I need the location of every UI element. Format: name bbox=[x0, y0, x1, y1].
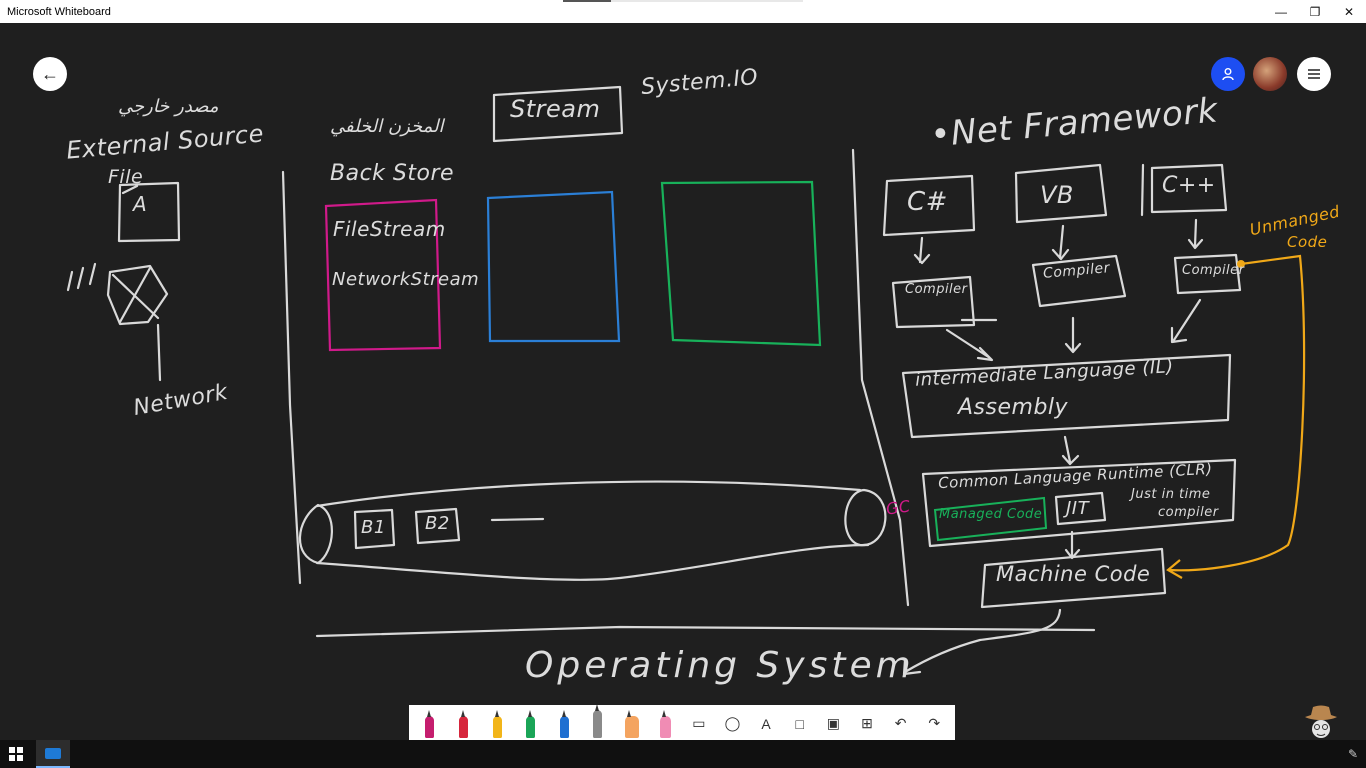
sticky-note-icon: □ bbox=[795, 716, 804, 732]
whiteboard-app-icon bbox=[45, 747, 61, 759]
eraser-tool[interactable] bbox=[651, 707, 679, 740]
label-filestream: FileStream bbox=[333, 217, 446, 241]
label-file-letter: A bbox=[133, 192, 148, 216]
pen-gray-selected[interactable] bbox=[584, 704, 612, 740]
close-button[interactable]: ✕ bbox=[1343, 4, 1355, 19]
label-stream: Stream bbox=[510, 95, 601, 123]
pen-green[interactable] bbox=[517, 707, 545, 740]
pen-blue[interactable] bbox=[550, 707, 578, 740]
taskbar: ✎ bbox=[0, 740, 1366, 768]
text-icon: A bbox=[761, 716, 771, 732]
undo-button[interactable]: ↶ bbox=[887, 707, 915, 740]
ruler-tool[interactable]: ▭ bbox=[685, 707, 713, 740]
label-unmanaged-code: Code bbox=[1287, 233, 1328, 251]
arrow-left-icon: ← bbox=[41, 63, 59, 84]
redo-button[interactable]: ↷ bbox=[920, 707, 948, 740]
label-il-line2: Assembly bbox=[958, 395, 1069, 420]
minimize-button[interactable]: — bbox=[1275, 4, 1287, 19]
pen-icon bbox=[458, 710, 468, 738]
pen-icon bbox=[492, 710, 502, 738]
label-just-in-time: Just in time bbox=[1131, 487, 1211, 502]
plus-box-icon: ⊞ bbox=[861, 715, 873, 731]
window-controls: — ❐ ✕ bbox=[1264, 0, 1366, 23]
invite-user-button[interactable] bbox=[1211, 57, 1245, 91]
label-operating-system: Operating System bbox=[525, 645, 915, 686]
image-icon: ▣ bbox=[826, 715, 840, 731]
label-file: File bbox=[108, 166, 144, 188]
pen-workspace-icon[interactable]: ✎ bbox=[1347, 747, 1358, 761]
highlighter-tool[interactable] bbox=[618, 707, 646, 740]
sync-progress bbox=[563, 0, 803, 2]
highlighter-icon bbox=[624, 710, 639, 738]
label-b2: B2 bbox=[425, 513, 450, 534]
title-bar: Microsoft Whiteboard — ❐ ✕ bbox=[0, 0, 1366, 23]
restore-button[interactable]: ❐ bbox=[1309, 4, 1321, 19]
lasso-icon: ◯ bbox=[724, 715, 741, 731]
pen-magenta[interactable] bbox=[416, 707, 444, 740]
app-title: Microsoft Whiteboard bbox=[7, 5, 111, 18]
redo-icon: ↷ bbox=[928, 715, 941, 731]
ink-layer bbox=[66, 85, 1306, 676]
windows-start-button[interactable] bbox=[9, 747, 23, 761]
pen-icon bbox=[526, 710, 536, 738]
label-vb: VB bbox=[1040, 181, 1074, 209]
label-arabic-external: مصدر خارجي bbox=[118, 96, 219, 117]
person-icon bbox=[1222, 68, 1234, 81]
label-cpp: C++ bbox=[1162, 173, 1216, 198]
label-arabic-backstore: المخزن الخلفي bbox=[330, 116, 444, 137]
pen-yellow[interactable] bbox=[483, 707, 511, 740]
label-compiler-1: Compiler bbox=[905, 282, 968, 297]
ruler-icon: ▭ bbox=[692, 715, 706, 731]
back-button[interactable]: ← bbox=[33, 57, 67, 91]
taskbar-whiteboard-app[interactable] bbox=[36, 740, 70, 768]
label-networkstream: NetworkStream bbox=[332, 269, 480, 290]
eraser-icon bbox=[659, 710, 671, 738]
cowboy-mascot-logo bbox=[1305, 705, 1337, 738]
label-machine-code: Machine Code bbox=[996, 562, 1151, 586]
image-tool[interactable]: ▣ bbox=[819, 707, 847, 740]
label-b1: B1 bbox=[361, 517, 386, 538]
pen-icon bbox=[559, 710, 569, 738]
label-compiler-3: Compiler bbox=[1182, 263, 1245, 278]
label-csharp: C# bbox=[907, 187, 948, 217]
inking-toolbar: ▭ ◯ A □ ▣ ⊞ ↶ ↷ bbox=[409, 704, 955, 740]
note-tool[interactable]: □ bbox=[786, 707, 814, 740]
whiteboard-canvas[interactable]: مصدر خارجي External Source File A Networ… bbox=[0, 23, 1366, 740]
hamburger-menu-icon bbox=[1308, 69, 1320, 79]
label-managed-code: Managed Code bbox=[939, 507, 1043, 522]
lasso-tool[interactable]: ◯ bbox=[718, 707, 746, 740]
pen-red[interactable] bbox=[449, 707, 477, 740]
avatar[interactable] bbox=[1253, 57, 1287, 91]
insert-tool[interactable]: ⊞ bbox=[853, 707, 881, 740]
pen-icon bbox=[593, 704, 603, 738]
settings-menu-button[interactable] bbox=[1297, 57, 1331, 91]
label-back-store: Back Store bbox=[330, 161, 455, 186]
text-tool[interactable]: A bbox=[752, 707, 780, 740]
label-compiler-jit: compiler bbox=[1158, 505, 1219, 520]
label-gc: GC bbox=[884, 496, 912, 519]
label-jit: JIT bbox=[1066, 498, 1090, 519]
undo-icon: ↶ bbox=[894, 715, 907, 731]
pen-icon bbox=[425, 710, 435, 738]
